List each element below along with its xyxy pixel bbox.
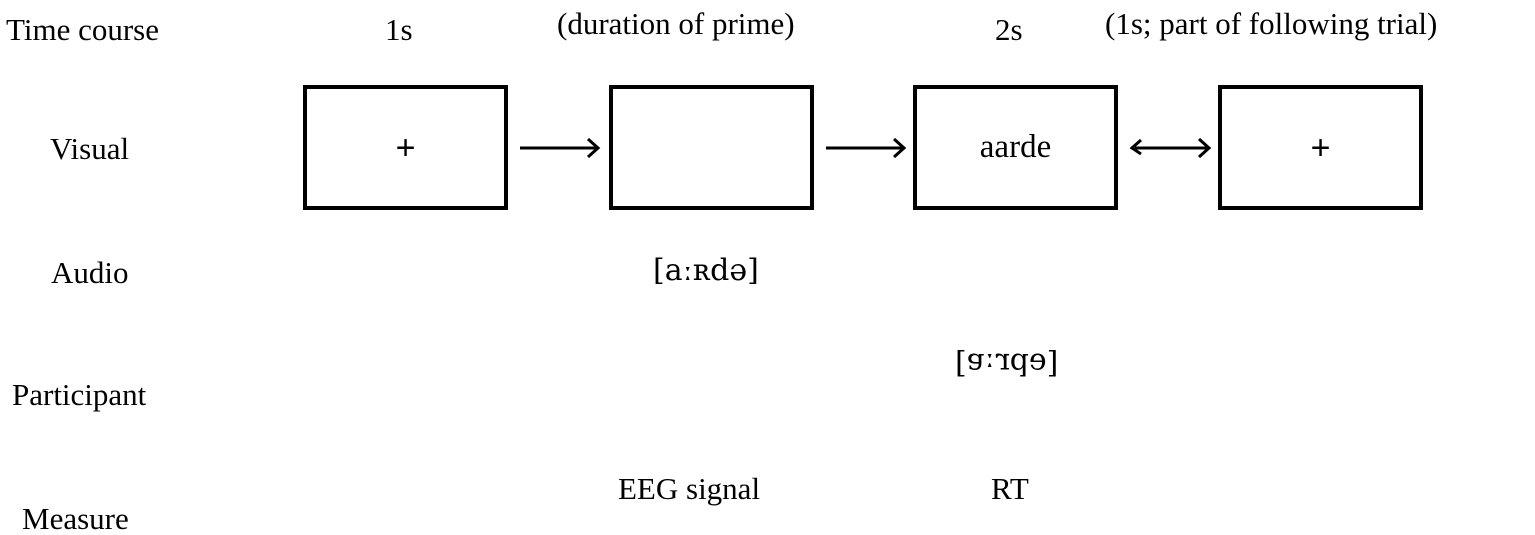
fixation-cross-icon: + <box>1310 128 1331 167</box>
fixation-cross-screen-2: + <box>1218 85 1423 210</box>
measure-reaction-time: RT <box>991 471 1029 506</box>
arrow-double-headed-icon <box>1127 133 1215 163</box>
time-note-prime-duration: (duration of prime) <box>557 6 795 41</box>
arrow-right-icon <box>518 133 604 163</box>
participant-transcription-text: [aːɹdə] <box>955 346 1059 381</box>
time-note-following-trial-duration: (1s; part of following trial) <box>1105 6 1438 41</box>
row-label-visual: Visual <box>50 131 130 166</box>
row-label-audio: Audio <box>51 255 129 290</box>
target-word-text: aarde <box>979 129 1052 165</box>
row-label-measure: Measure <box>22 501 129 535</box>
participant-transcription: [aːɹdə] <box>955 346 1059 381</box>
time-note-fixation-duration: 1s <box>385 12 413 47</box>
time-note-target-duration: 2s <box>995 12 1023 47</box>
row-label-time-course: Time course <box>6 12 159 47</box>
fixation-cross-icon: + <box>395 128 416 167</box>
audio-transcription: [aːʀdə] <box>653 253 759 288</box>
arrow-right-icon <box>824 133 910 163</box>
row-label-participant: Participant <box>12 377 147 412</box>
measure-eeg-signal: EEG signal <box>618 471 761 506</box>
fixation-cross-screen-1: + <box>303 85 508 210</box>
blank-screen <box>609 85 814 210</box>
target-word-screen: aarde <box>913 85 1118 210</box>
